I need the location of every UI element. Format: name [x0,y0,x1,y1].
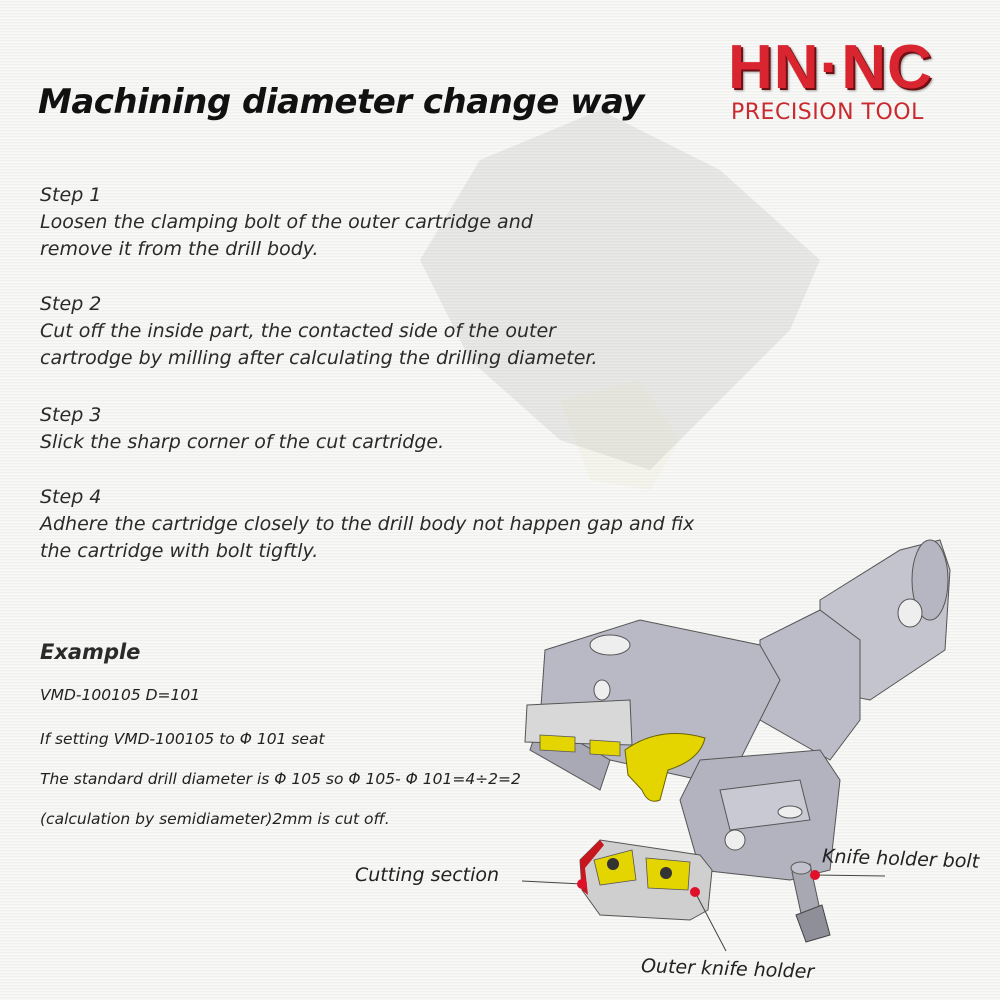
step-label: Step 4 [40,486,102,508]
callout-markers [521,870,886,952]
example-line-4: (calculation by semidiameter)2mm is cut … [40,810,390,828]
outer-knife-holder [579,839,713,921]
example-heading: Example [40,640,141,664]
example-line-1: VMD-100105 D=101 [40,686,201,704]
step-3: Step 3 Slick the sharp corner of the cut… [40,402,444,456]
step-text-line: Adhere the cartridge closely to the dril… [40,513,695,535]
step-text-line: Cut off the inside part, the contacted s… [40,320,556,342]
step-text-line: Loosen the clamping bolt of the outer ca… [40,211,533,233]
knife-holder-bolt [790,861,831,943]
step-1: Step 1 Loosen the clamping bolt of the o… [40,182,533,263]
drill-shank [759,539,951,761]
callout-cutting-section: Cutting section [355,864,500,886]
step-text-line: cartrodge by milling after calculating t… [40,347,598,369]
page-title: Machining diameter change way [38,82,645,122]
step-label: Step 2 [40,293,102,315]
step-label: Step 3 [40,404,102,426]
drill-head [524,619,841,881]
example-line-3: The standard drill diameter is Φ 105 so … [40,770,521,788]
example-line-2: If setting VMD-100105 to Φ 101 seat [40,730,325,748]
logo-brand-text: HN·NC [728,33,933,102]
step-text-line: the cartridge with bolt tigftly. [40,540,319,562]
step-label: Step 1 [40,184,102,206]
step-2: Step 2 Cut off the inside part, the cont… [40,291,598,372]
brand-logo: HN·NC PRECISION TOOL [728,33,968,126]
step-text-line: Slick the sharp corner of the cut cartri… [40,431,445,453]
step-4: Step 4 Adhere the cartridge closely to t… [40,484,694,565]
step-text-line: remove it from the drill body. [40,238,319,260]
logo-tagline: PRECISION TOOL [731,100,924,125]
